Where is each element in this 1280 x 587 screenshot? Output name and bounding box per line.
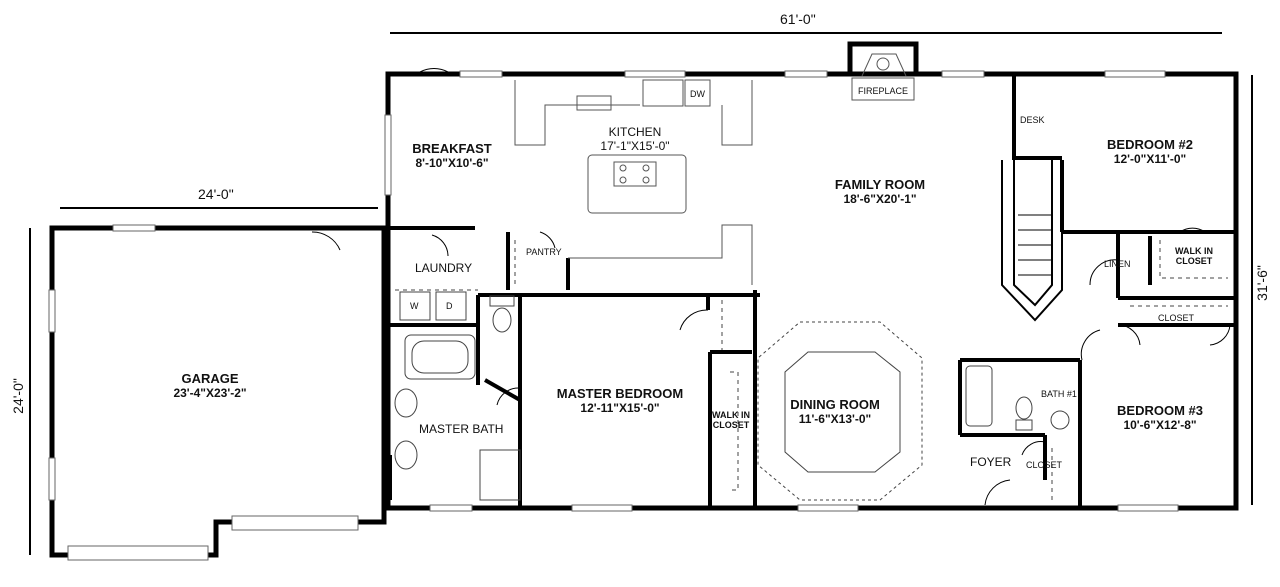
label-fireplace: FIREPLACE: [858, 86, 909, 96]
label-closet-bed3: CLOSET: [1158, 313, 1195, 323]
room-size: 12'-0"X11'-0": [1113, 151, 1187, 166]
room-size: 17'-1"X15'-0": [600, 138, 670, 153]
room-name: KITCHEN: [608, 125, 662, 139]
room-family: FAMILY ROOM 18'-6"X20'-1": [815, 177, 945, 207]
label-closet-foyer: CLOSET: [1026, 460, 1063, 470]
interior-walls: [386, 74, 1236, 508]
label-dryer: D: [446, 301, 453, 311]
stair: [1001, 160, 1063, 322]
room-name: BEDROOM #3: [1117, 403, 1203, 418]
label-dishwasher: DW: [690, 89, 705, 99]
label-line: WALK IN: [712, 410, 750, 420]
label-line: WALK IN: [1175, 246, 1213, 256]
door-swings: [311, 68, 1231, 506]
room-name: BREAKFAST: [412, 141, 492, 156]
room-breakfast: BREAKFAST 8'-10"X10'-6": [392, 141, 512, 171]
room-name: FAMILY ROOM: [834, 177, 926, 192]
room-name: MASTER BEDROOM: [556, 386, 684, 401]
label-foyer: FOYER: [970, 455, 1012, 469]
garage-width-dimension: 24'-0": [198, 186, 234, 202]
garage-depth-dimension: 24'-0": [9, 378, 26, 414]
windows: [48, 70, 1179, 561]
label-walk-in-closet-bed2: WALK IN CLOSET: [1165, 246, 1223, 267]
room-name: GARAGE: [181, 371, 239, 386]
room-size: 11'-6"X13'-0": [798, 411, 872, 426]
label-walk-in-closet-master: WALK IN CLOSET: [708, 410, 754, 431]
label-master-bath: MASTER BATH: [419, 422, 504, 436]
room-garage: GARAGE 23'-4"X23'-2": [150, 371, 270, 401]
room-name: DINING ROOM: [790, 397, 880, 412]
label-bath1: BATH #1: [1041, 389, 1077, 399]
exterior-walls: [49, 41, 1239, 558]
overall-width-dimension: 61'-0": [780, 11, 816, 27]
room-dining: DINING ROOM 11'-6"X13'-0": [775, 397, 895, 427]
room-size: 18'-6"X20'-1": [843, 191, 917, 206]
label-desk: DESK: [1020, 115, 1045, 125]
label-line: CLOSET: [1175, 256, 1213, 267]
room-kitchen: KITCHEN 17'-1"X15'-0": [575, 125, 695, 154]
label-linen: LINEN: [1104, 259, 1131, 269]
overall-depth-dimension: 31'-6": [1253, 265, 1270, 301]
room-name: BEDROOM #2: [1107, 137, 1193, 152]
dimension-lines: [29, 32, 1253, 555]
bath-fixtures: [394, 291, 1070, 501]
closet-dashes: [395, 240, 1228, 500]
room-bedroom2: BEDROOM #2 12'-0"X11'-0": [1090, 137, 1210, 167]
room-size: 8'-10"X10'-6": [415, 155, 489, 170]
label-washer: W: [410, 301, 419, 311]
room-size: 12'-11"X15'-0": [580, 400, 660, 415]
room-master-bedroom: MASTER BEDROOM 12'-11"X15'-0": [550, 386, 690, 416]
label-pantry: PANTRY: [526, 247, 562, 257]
room-size: 10'-6"X12'-8": [1123, 417, 1197, 432]
room-bedroom3: BEDROOM #3 10'-6"X12'-8": [1100, 403, 1220, 433]
label-laundry: LAUNDRY: [415, 261, 473, 275]
kitchen-counters: [514, 53, 915, 285]
dining-table-outline: [757, 321, 923, 501]
room-size: 23'-4"X23'-2": [173, 385, 247, 400]
label-line: CLOSET: [712, 420, 750, 431]
